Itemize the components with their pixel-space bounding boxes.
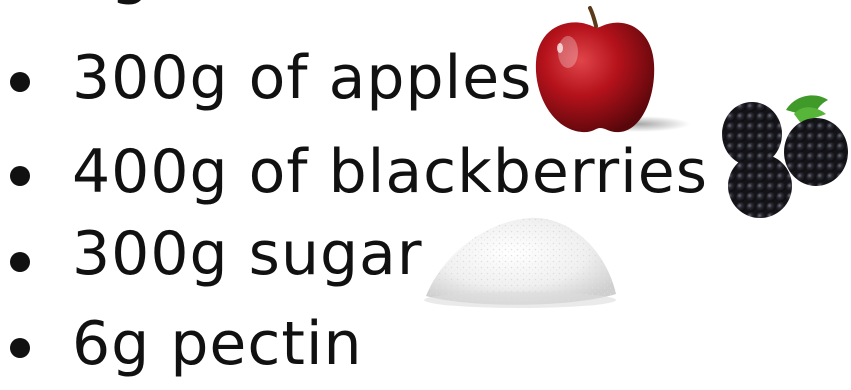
bullet-icon: [10, 72, 30, 92]
bullet-icon: [10, 166, 30, 186]
blackberries-icon: [722, 95, 848, 218]
ingredient-blackberries: 400g of blackberries: [72, 137, 708, 207]
cropped-heading-fragment: g: [110, 0, 151, 2]
apple-icon: [535, 6, 690, 133]
sugar-pile-icon: [424, 217, 616, 308]
bullet-icon: [10, 252, 30, 272]
ingredient-sugar: 300g sugar: [72, 219, 423, 289]
bullet-icon: [10, 338, 30, 358]
ingredient-pectin: 6g pectin: [72, 309, 363, 379]
ingredient-apples: 300g of apples: [72, 43, 533, 113]
